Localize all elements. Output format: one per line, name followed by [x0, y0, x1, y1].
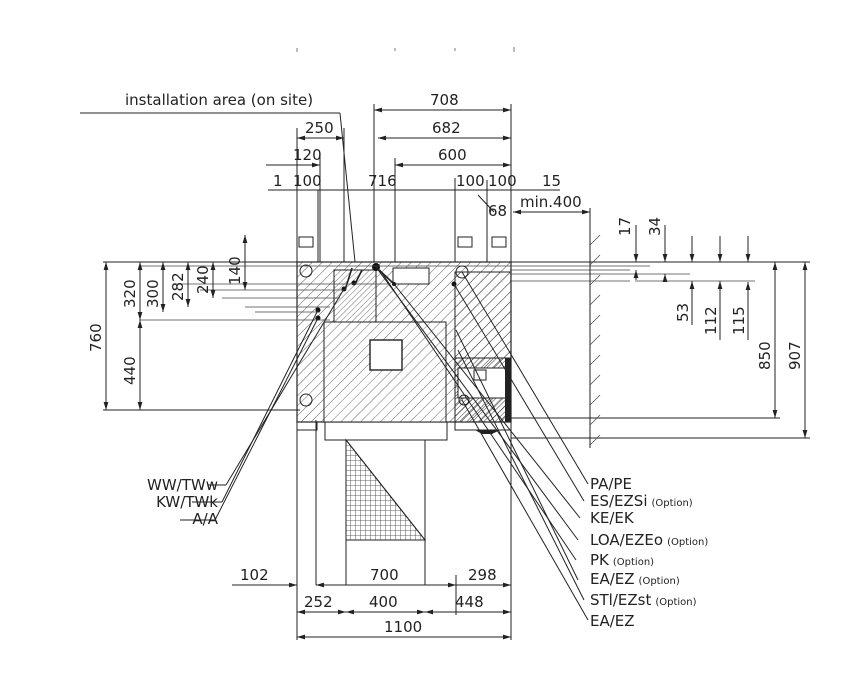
dim-68: 68: [488, 202, 507, 220]
dim-240: 240: [194, 265, 212, 294]
machine-body: [296, 190, 512, 640]
dim-100a: 100: [293, 172, 322, 190]
dim-682: 682: [432, 119, 461, 137]
dim-282: 282: [169, 272, 187, 301]
dim-907: 907: [786, 341, 804, 370]
label-stl-ezst: STl/EZst(Option): [590, 591, 697, 609]
label-a-a: A/A: [192, 510, 218, 528]
right-leaders: [375, 266, 589, 621]
dim-102: 102: [240, 566, 269, 584]
dim-716: 716: [368, 172, 397, 190]
left-dimensions: 760 320 440 300 282 240 140: [87, 235, 248, 410]
dim-112: 112: [702, 306, 720, 335]
left-labels: WW/TWw KW/TWk A/A: [147, 476, 219, 528]
label-pa-pe: PA/PE: [590, 475, 632, 493]
dim-440: 440: [121, 356, 139, 385]
right-dimensions: 17 34 53 112 115 850 907: [616, 217, 808, 438]
dim-760: 760: [87, 323, 105, 352]
right-labels: PA/PE ES/EZSi(Option) KE/EK LOA/EZEo(Opt…: [590, 475, 708, 630]
top-dimensions: 708 682 250 600 120 1 100 716 100 100 15…: [266, 91, 591, 262]
dim-115: 115: [730, 306, 748, 335]
dim-400: 400: [369, 593, 398, 611]
dim-15: 15: [542, 172, 561, 190]
dim-34: 34: [646, 217, 664, 236]
wall: [589, 234, 601, 448]
label-ww-tww: WW/TWw: [147, 476, 218, 494]
dim-298: 298: [468, 566, 497, 584]
left-leaders: [180, 288, 345, 521]
dim-320: 320: [121, 279, 139, 308]
dim-700: 700: [370, 566, 399, 584]
dim-100c: 100: [488, 172, 517, 190]
dim-600: 600: [438, 146, 467, 164]
label-es-ezsi: ES/EZSi(Option): [590, 492, 693, 510]
label-loa-ezeo: LOA/EZEo(Option): [590, 531, 708, 549]
dim-min400: min.400: [520, 193, 582, 211]
dim-1100: 1100: [384, 618, 422, 636]
dim-300: 300: [144, 279, 162, 308]
top-faint-marks: [296, 47, 515, 52]
dim-100b: 100: [456, 172, 485, 190]
label-ke-ek: KE/EK: [590, 509, 635, 527]
dim-140: 140: [226, 256, 244, 285]
dim-120: 120: [293, 146, 322, 164]
dim-252: 252: [304, 593, 333, 611]
dim-17: 17: [616, 217, 634, 236]
dim-448: 448: [455, 593, 484, 611]
label-pk: PK(Option): [590, 551, 654, 569]
dim-250: 250: [305, 119, 334, 137]
dim-53: 53: [674, 303, 692, 322]
installation-area-label: installation area (on site): [125, 91, 313, 109]
dim-850: 850: [756, 341, 774, 370]
dim-708: 708: [430, 91, 459, 109]
dim-1: 1: [273, 172, 283, 190]
label-kw-twk: KW/TWk: [156, 493, 218, 511]
label-ea-ez-option: EA/EZ(Option): [590, 570, 680, 588]
bottom-dimensions: 102 700 298 252 400 448 1100: [232, 566, 511, 640]
label-ea-ez: EA/EZ: [590, 612, 635, 630]
